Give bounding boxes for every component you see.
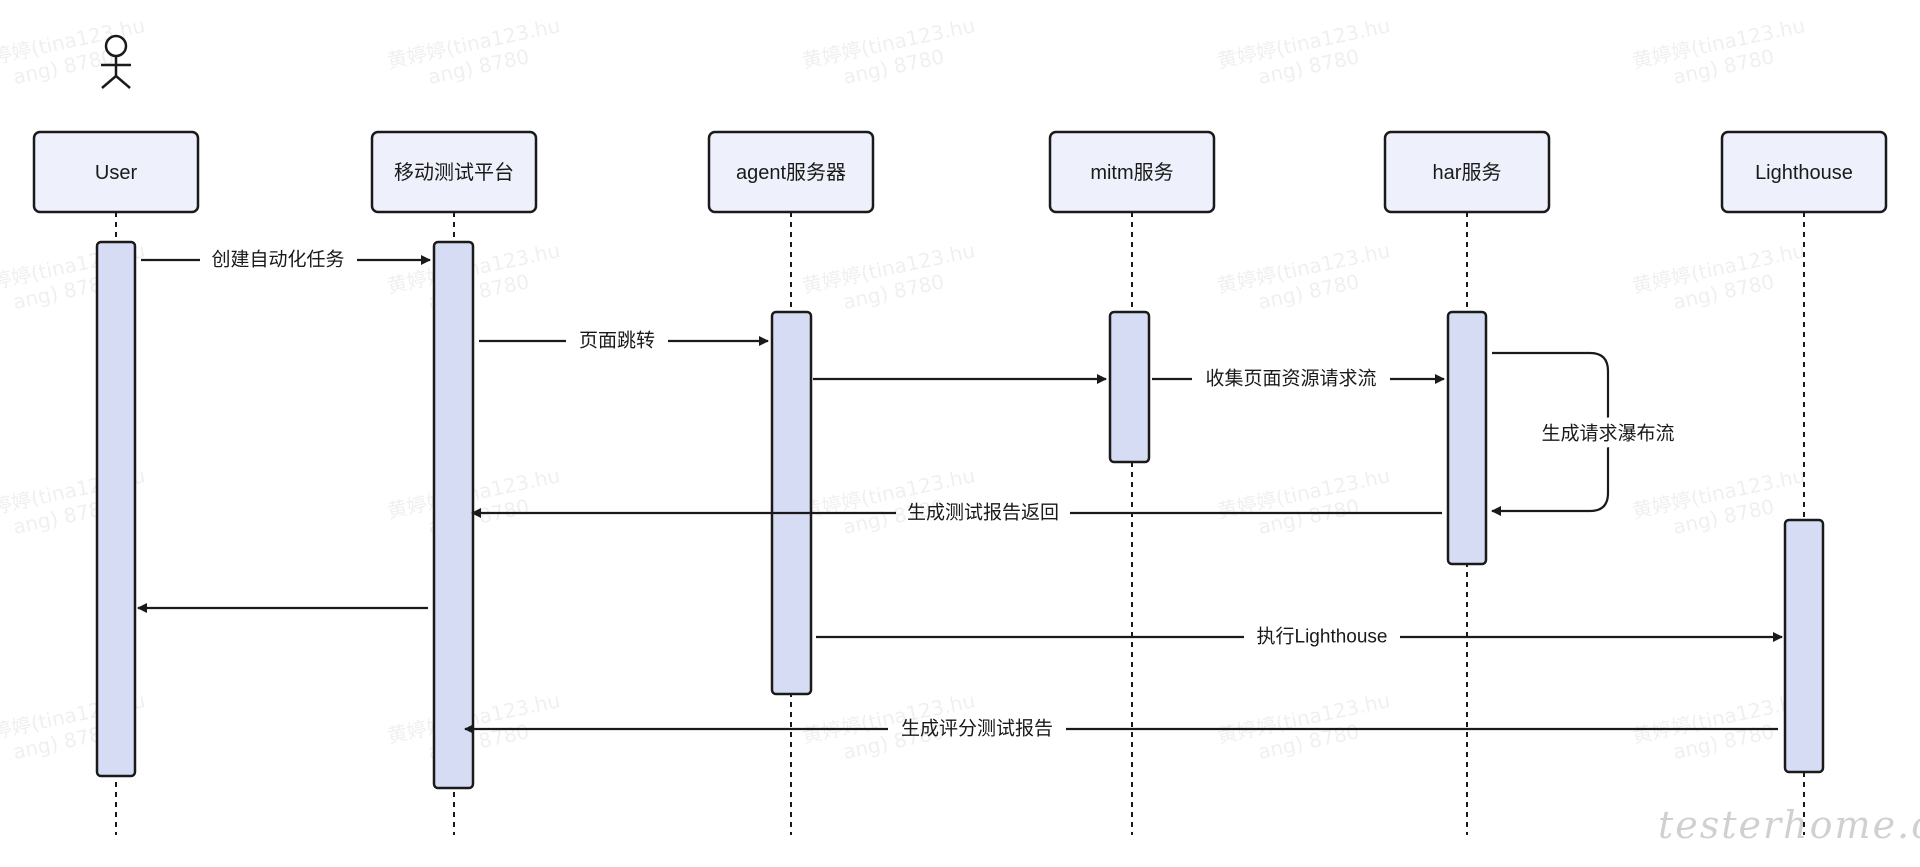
watermark-text: 黄婷婷(tina123.huang) 8780 — [1630, 13, 1812, 97]
watermark-text: 黄婷婷(tina123.huang) 8780 — [800, 13, 982, 97]
message-label-6: 生成测试报告返回 — [907, 502, 1059, 524]
activation-platform — [432, 240, 475, 790]
actor-label-lighthouse: Lighthouse — [1755, 162, 1853, 184]
watermark-text: 黄婷婷(tina123.huang) 8780 — [0, 13, 152, 97]
activation-har — [1446, 310, 1488, 566]
activation-agent — [770, 310, 813, 696]
message-label-9: 生成评分测试报告 — [901, 718, 1053, 740]
brand-watermark: testerhome.com — [1658, 803, 1920, 847]
actor-label-har: har服务 — [1433, 161, 1502, 184]
message-label-2: 页面跳转 — [579, 330, 655, 352]
lifelines — [115, 212, 1805, 835]
actor-label-agent: agent服务器 — [736, 161, 846, 184]
watermark-text: 黄婷婷(tina123.huang) 8780 — [1215, 238, 1397, 322]
actor-figure-icon — [101, 34, 131, 89]
message-line-5 — [1491, 351, 1610, 516]
actor-boxes — [32, 130, 1888, 214]
actor-label-user: User — [95, 162, 138, 184]
watermark-text: 黄婷婷(tina123.huang) 8780 — [385, 463, 567, 547]
message-label-4: 收集页面资源请求流 — [1205, 368, 1376, 390]
message-label-8: 执行Lighthouse — [1257, 626, 1388, 648]
activation-lighthouse — [1783, 518, 1825, 774]
message-label-5: 生成请求瀑布流 — [1541, 423, 1674, 445]
actor-box-user — [32, 130, 200, 214]
activation-user — [95, 240, 137, 778]
actor-box-mitm — [1048, 130, 1216, 214]
activation-bars — [95, 240, 1825, 790]
message-lines — [137, 255, 1783, 734]
watermark-text: 黄婷婷(tina123.huang) 8780 — [1215, 463, 1397, 547]
message-label-1: 创建自动化任务 — [211, 249, 344, 271]
activation-mitm — [1108, 310, 1151, 464]
actor-box-platform — [370, 130, 538, 214]
actor-box-agent — [707, 130, 875, 214]
watermark-text: 黄婷婷(tina123.huang) 8780 — [800, 238, 982, 322]
actor-label-mitm: mitm服务 — [1090, 161, 1173, 184]
watermark-text: 黄婷婷(tina123.huang) 8780 — [385, 238, 567, 322]
watermark-text: 黄婷婷(tina123.huang) 8780 — [385, 13, 567, 97]
actor-label-platform: 移动测试平台 — [394, 161, 514, 184]
actor-box-lighthouse — [1720, 130, 1888, 214]
watermark-layer: 黄婷婷(tina123.huang) 8780 黄婷婷(tina123.huang… — [0, 13, 1812, 764]
watermark-text: 黄婷婷(tina123.huang) 8780 — [1630, 238, 1812, 322]
watermark-text: 黄婷婷(tina123.huang) 8780 — [1215, 13, 1397, 97]
actor-box-har — [1383, 130, 1551, 214]
